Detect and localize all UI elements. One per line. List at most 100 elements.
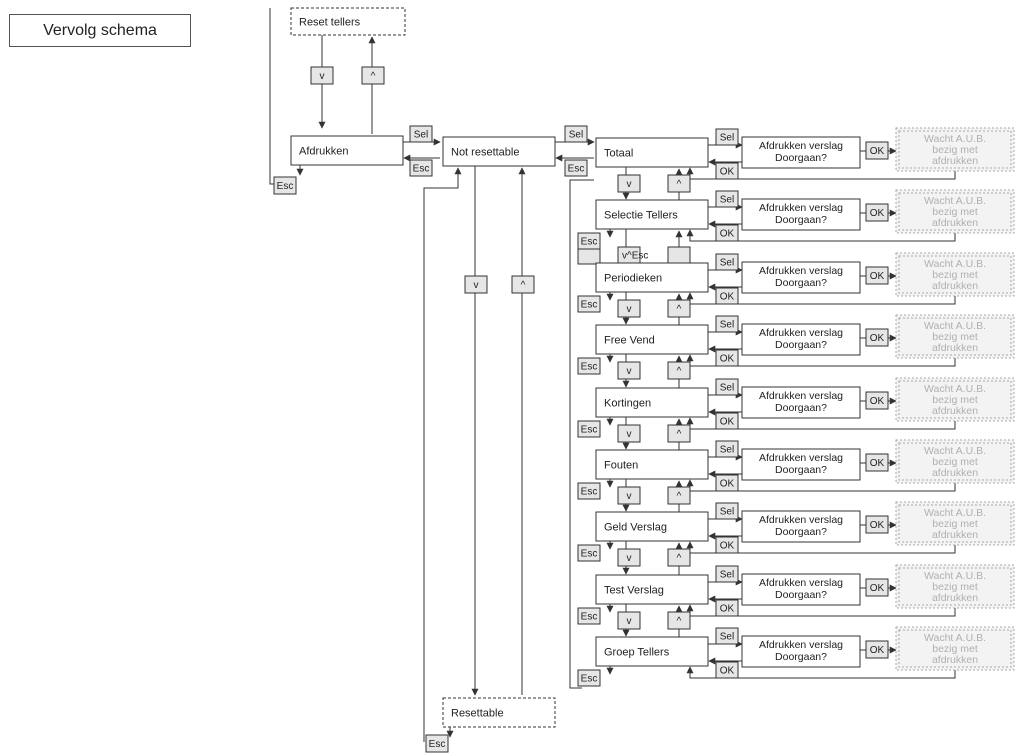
row-9-key-sel[interactable]: Sel [715,627,739,645]
row-2-key-ok-print[interactable]: OK [865,203,889,222]
row-2-key-up-blank[interactable] [667,246,691,265]
row-6-menu-item-label: Fouten [604,459,638,471]
row-8-key-ok-print[interactable]: OK [865,578,889,597]
row-3-key-down[interactable]: v [617,299,641,318]
key-down-resettable[interactable]: v [464,275,488,294]
row-3-menu-item: Periodieken [595,262,709,293]
row-2-key-esc[interactable]: Esc [577,232,601,250]
row-6-key-down[interactable]: v [617,486,641,505]
row-5-key-ok[interactable]: OK [715,412,739,430]
row-7-key-down[interactable]: v [617,548,641,567]
row-3-key-down-frame [617,299,641,318]
row-7-key-ok[interactable]: OK [715,536,739,554]
row-8-key-sel-frame [715,565,739,583]
row-7-key-up[interactable]: ^ [667,548,691,567]
row-2-key-up-blank-frame [667,246,691,265]
row-3-key-ok[interactable]: OK [715,287,739,305]
row-8-key-down-frame [617,611,641,630]
row-6-key-esc-label: Esc [581,487,598,498]
row-4-key-up[interactable]: ^ [667,361,691,380]
row-8-key-sel[interactable]: Sel [715,565,739,583]
row-2-key-sel[interactable]: Sel [715,190,739,208]
row-5-key-up[interactable]: ^ [667,424,691,443]
row-4-key-sel[interactable]: Sel [715,315,739,333]
reset-tellers-node-label: Reset tellers [299,16,361,28]
row-1-key-down[interactable]: v [617,174,641,193]
row-5-key-ok-print[interactable]: OK [865,391,889,410]
row-1-key-ok[interactable]: OK [715,162,739,180]
row-7-menu-item-label: Geld Verslag [604,521,667,533]
row-7-key-ok-print[interactable]: OK [865,515,889,534]
row-8-key-up[interactable]: ^ [667,611,691,630]
row-2-key-ok[interactable]: OK [715,224,739,242]
row-9-key-ok-print[interactable]: OK [865,640,889,659]
row-1-wait-line1: Wacht A.U.B. [924,133,986,145]
row-6-key-esc[interactable]: Esc [577,482,601,500]
row-9-wait-frame [895,626,1015,671]
key-up-resettable-label: ^ [521,280,526,291]
row-2-key-esc-blank[interactable] [577,246,601,265]
row-2-key-esc-frame [577,232,601,250]
afdrukken-node-frame [290,135,404,166]
row-8-prompt-line2: Doorgaan? [775,589,827,601]
row-8-wait-line3: afdrukken [932,592,978,604]
row-5-menu-item-frame [595,387,709,418]
row-9-key-ok[interactable]: OK [715,661,739,679]
row-1-key-ok-print[interactable]: OK [865,141,889,160]
key-down-reset[interactable]: v [310,66,334,85]
row-8-wait-inner-frame [898,567,1012,606]
row-7-key-sel[interactable]: Sel [715,502,739,520]
key-esc-menu[interactable]: Esc [564,159,588,177]
key-up-reset[interactable]: ^ [361,66,385,85]
row-8-key-ok-frame [715,599,739,617]
row-7-menu-item: Geld Verslag [595,511,709,542]
row-9-key-esc[interactable]: Esc [577,669,601,687]
row-5-key-down[interactable]: v [617,424,641,443]
row-8-key-esc[interactable]: Esc [577,607,601,625]
row-6-key-ok-print[interactable]: OK [865,453,889,472]
row-8-key-ok[interactable]: OK [715,599,739,617]
row-4-key-down-label: v [627,366,632,377]
row-4-key-esc[interactable]: Esc [577,357,601,375]
key-esc-notres[interactable]: Esc [409,159,433,177]
row-1-key-up[interactable]: ^ [667,174,691,193]
row-6-key-sel[interactable]: Sel [715,440,739,458]
row-4-key-down-frame [617,361,641,380]
row-3-key-ok-print[interactable]: OK [865,266,889,285]
row-3-prompt-line1: Afdrukken verslag [759,265,843,277]
row-3-key-up[interactable]: ^ [667,299,691,318]
row-8-menu-item-label: Test Verslag [604,584,664,596]
row-3-key-esc[interactable]: Esc [577,295,601,313]
key-sel-notres-label: Sel [569,130,583,141]
key-esc-resettable[interactable]: Esc [425,734,449,753]
row-7-key-esc-frame [577,544,601,562]
key-esc-afdrukken[interactable]: Esc [273,176,297,195]
key-sel-notres[interactable]: Sel [564,125,588,143]
row-5-key-esc[interactable]: Esc [577,420,601,438]
row-1-key-sel[interactable]: Sel [715,128,739,146]
reset-tellers-node-frame [290,7,406,36]
key-sel-afdrukken[interactable]: Sel [409,125,433,143]
row-6-key-ok-frame [715,474,739,492]
row-6-key-up[interactable]: ^ [667,486,691,505]
row-5-key-up-label: ^ [677,429,682,440]
row-9-key-esc-frame [577,669,601,687]
row-4-key-ok-print[interactable]: OK [865,328,889,347]
resettable-node: Resettable [442,697,556,728]
key-down-resettable-label: v [474,280,479,291]
row-9-prompt-frame [741,635,861,668]
row-6-key-ok[interactable]: OK [715,474,739,492]
row-8-key-down[interactable]: v [617,611,641,630]
row-5-key-sel[interactable]: Sel [715,378,739,396]
row-3-key-sel[interactable]: Sel [715,253,739,271]
row-4-key-ok[interactable]: OK [715,349,739,367]
row-6-key-up-frame [667,486,691,505]
row-7-key-sel-frame [715,502,739,520]
key-up-resettable[interactable]: ^ [511,275,535,294]
row-6-return-line [686,479,956,492]
row-4-key-down[interactable]: v [617,361,641,380]
row-7-key-esc[interactable]: Esc [577,544,601,562]
